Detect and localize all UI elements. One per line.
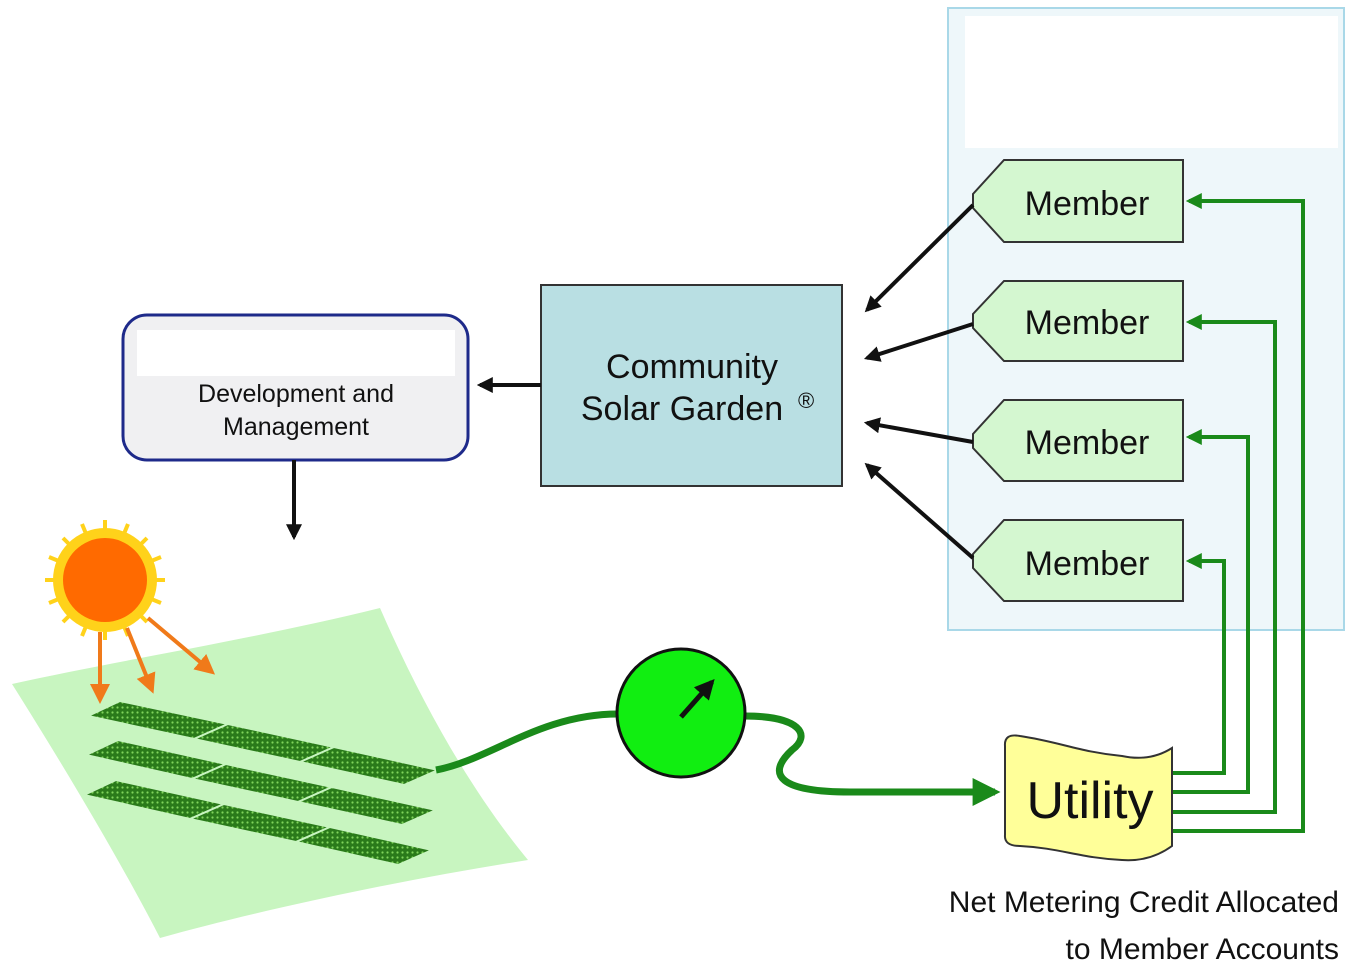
member3-to-garden-arrow [863,417,974,444]
meter-icon [615,647,747,779]
garden-label-line1: Community [606,348,778,386]
registered-mark: ® [798,388,814,413]
garden-label-line2: Solar Garden [581,390,783,428]
development-label-line2: Management [223,413,369,441]
member2-to-garden-arrow [863,322,974,362]
solar-field [12,608,528,938]
member-label: Member [1025,185,1150,223]
member-label: Member [1025,424,1150,462]
caption-line1: Net Metering Credit Allocated [948,886,1339,919]
credit-allocation-lines [1172,193,1305,833]
member-tag-1: Member [972,159,1184,243]
sun-ray-arrows [90,616,216,704]
development-management-box: Development and Management [121,313,470,462]
member-label: Member [1025,304,1150,342]
member-tag-3: Member [972,399,1184,482]
utility-label: Utility [1026,772,1153,830]
power-cable [435,710,619,774]
member4-to-garden-arrow [864,462,975,560]
member1-to-garden-arrow [864,203,975,313]
solar-panel-array [80,699,442,867]
member-label: Member [1025,545,1150,583]
utility-scroll: Utility [1003,734,1173,862]
power-cable-to-utility [744,712,1001,806]
member-tag-2: Member [972,280,1184,362]
member-tag-4: Member [972,519,1184,602]
community-solar-garden-box: Community Solar Garden ® [540,284,843,487]
development-label-line1: Development and [198,380,394,408]
sun-icon [45,520,165,640]
caption-line2: to Member Accounts [1065,933,1339,966]
